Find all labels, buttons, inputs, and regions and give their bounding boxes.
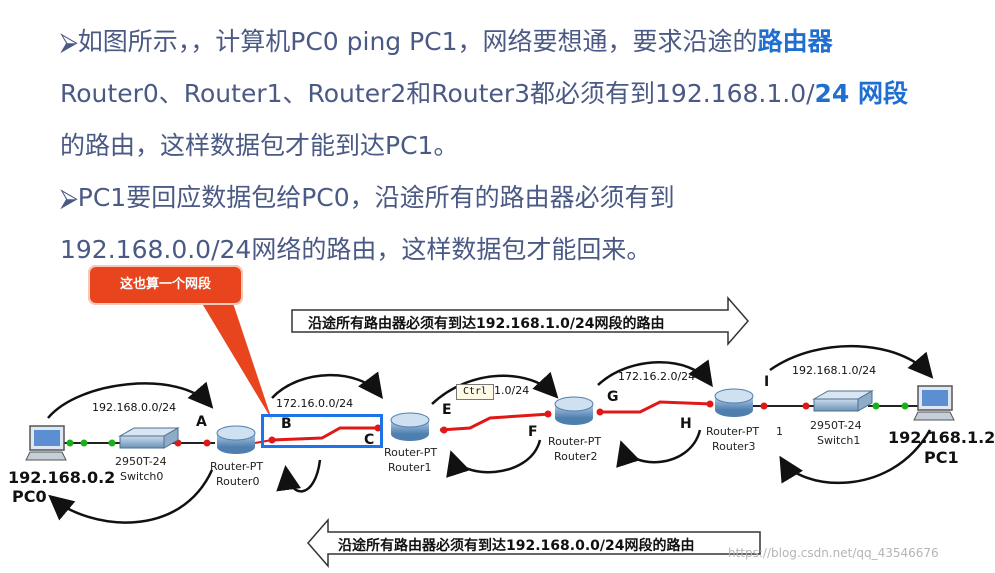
text-line-2-prefix: Router0、Router1、Router2和Router3都必须有到192.… xyxy=(60,79,815,108)
router3-type: Router-PT xyxy=(706,425,760,438)
switch1-model: 2950T-24 xyxy=(810,419,862,432)
highlight-segment-box xyxy=(261,414,383,448)
net-label-n2: 1.0/24 xyxy=(494,384,530,397)
curved-arrows xyxy=(47,345,934,524)
pc0-icon xyxy=(25,425,67,461)
pc0-name: PC0 xyxy=(12,487,47,506)
pc1-icon xyxy=(913,385,955,421)
pc1-name: PC1 xyxy=(924,448,959,467)
text-line-5: 192.168.0.0/24网络的路由，这样数据包才能回来。 xyxy=(60,235,652,264)
router0-name: Router0 xyxy=(216,475,260,488)
router2-name: Router2 xyxy=(554,450,598,463)
text-line-1: ⮚如图所示，，计算机PC0 ping PC1，网络要想通，要求沿途的路由器 xyxy=(60,27,833,57)
text-line-3: 的路由，这样数据包才能到达PC1。 xyxy=(60,131,459,160)
port-label-c: C xyxy=(364,432,375,448)
port-label-a: A xyxy=(196,414,207,430)
text-line-4: ⮚PC1要回应数据包给PC0，沿途所有的路由器必须有到 xyxy=(60,183,675,212)
router2-icon xyxy=(554,396,594,425)
links xyxy=(62,400,918,444)
net-label-n3: 172.16.2.0/24 xyxy=(618,370,696,383)
top-big-arrow xyxy=(291,295,749,347)
router2-type: Router-PT xyxy=(548,435,602,448)
text-line-2: Router0、Router1、Router2和Router3都必须有到192.… xyxy=(60,79,908,109)
router1-type: Router-PT xyxy=(384,446,438,459)
router0-type: Router-PT xyxy=(210,460,264,473)
switch1-icon xyxy=(812,390,874,412)
top-arrow-text: 沿途所有路由器必须有到达192.168.1.0/24网段的路由 xyxy=(308,316,665,332)
switch0-name: Switch0 xyxy=(120,470,164,483)
port-label-g: G xyxy=(607,389,619,405)
switch1-name: Switch1 xyxy=(817,434,861,447)
router3-name: Router3 xyxy=(712,440,756,453)
router3-icon xyxy=(714,388,754,417)
net-label-n1: 172.16.0.0/24 xyxy=(276,397,354,410)
callout-pointer xyxy=(200,300,272,420)
net-label-n4: 192.168.1.0/24 xyxy=(792,364,877,377)
pc0-ip: 192.168.0.2 xyxy=(8,468,116,487)
switch0-model: 2950T-24 xyxy=(115,455,167,468)
bottom-arrow-text: 沿途所有路由器必须有到达192.168.0.0/24网段的路由 xyxy=(338,538,695,554)
switch0-icon xyxy=(118,427,180,449)
router1-name: Router1 xyxy=(388,461,432,474)
text-line-2-highlight: 24 网段 xyxy=(814,79,909,108)
bottom-big-arrow xyxy=(307,517,761,569)
router3-suffix: 1 xyxy=(776,425,783,438)
watermark: https://blog.csdn.net/qq_43546676 xyxy=(728,546,939,560)
callout-box: 这也算一个网段 xyxy=(88,265,243,305)
net-label-n0: 192.168.0.0/24 xyxy=(92,401,177,414)
port-label-h: H xyxy=(680,416,692,432)
port-label-b: B xyxy=(281,416,292,432)
text-line-1-prefix: ⮚如图所示，，计算机PC0 ping PC1，网络要想通，要求沿途的 xyxy=(60,27,758,56)
text-line-1-highlight: 路由器 xyxy=(757,27,833,56)
router1-icon xyxy=(390,412,430,441)
port-label-e: E xyxy=(442,402,452,418)
port-label-i: I xyxy=(764,374,770,390)
port-label-f: F xyxy=(528,424,538,440)
ctrl-tooltip: Ctrl xyxy=(456,384,494,400)
router0-icon xyxy=(216,425,256,454)
pc1-ip: 192.168.1.2 xyxy=(888,428,995,447)
port-dots xyxy=(66,400,909,447)
